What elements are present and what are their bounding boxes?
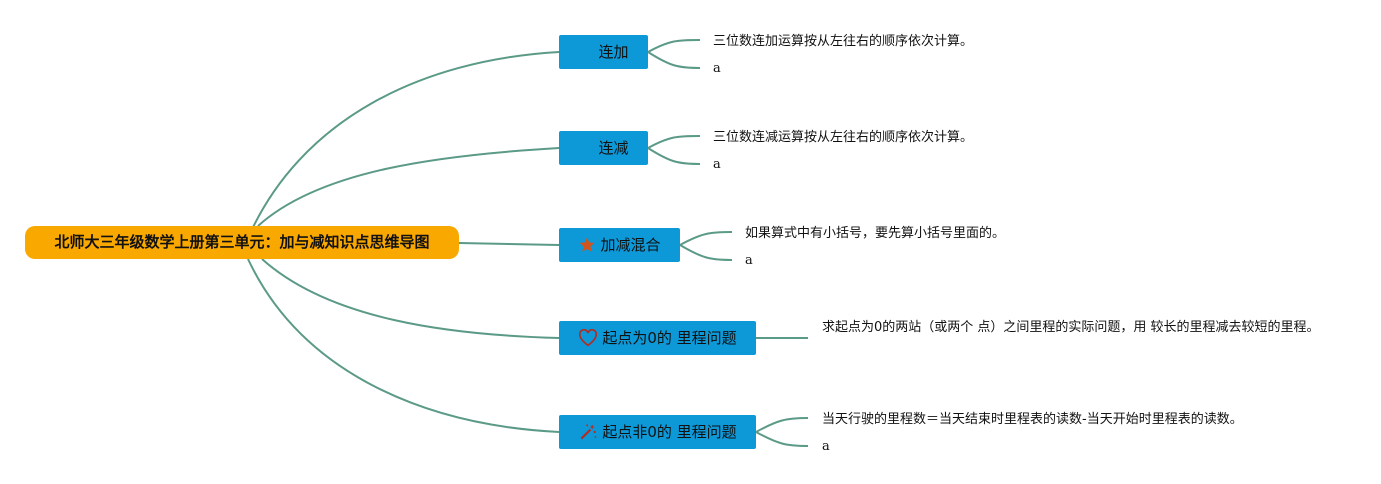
branch-label: 连减 [598, 139, 629, 157]
connector-branch-5-mark [755, 431, 809, 447]
branch-node-3[interactable]: 加减混合 [559, 228, 680, 262]
connector-branch-1-note [647, 39, 701, 53]
connector-root-branch-1 [247, 51, 560, 239]
root-node[interactable]: 北师大三年级数学上册第三单元：加与减知识点思维导图 [25, 226, 459, 259]
branch-node-5[interactable]: 起点非0的 里程问题 [559, 415, 756, 449]
connector-branch-5-note [755, 417, 809, 433]
connector-root-branch-3 [458, 242, 560, 246]
connector-branch-2-mark [647, 147, 701, 165]
connector-branch-2-note [647, 135, 701, 149]
branch-mark: a [713, 61, 721, 76]
branch-label: 加减混合 [600, 236, 661, 254]
branch-label: 连加 [598, 43, 629, 61]
branch-node-2[interactable]: 连减 [559, 131, 648, 165]
branch-note: 三位数连加运算按从左往右的顺序依次计算。 [713, 34, 974, 49]
branch-node-1[interactable]: 连加 [559, 35, 648, 69]
branch-note: 当天行驶的里程数＝当天结束时里程表的读数-当天开始时里程表的读数。 [822, 412, 1243, 427]
connector-root-branch-5 [247, 258, 560, 433]
branch-note: 如果算式中有小括号，要先算小括号里面的。 [745, 226, 1006, 241]
root-title: 北师大三年级数学上册第三单元：加与减知识点思维导图 [54, 233, 430, 251]
branch-mark: a [822, 439, 830, 454]
branch-label: 起点非0的 里程问题 [602, 423, 737, 441]
connector-root-branch-4 [261, 258, 560, 339]
connector-branch-1-mark [647, 51, 701, 69]
heart-icon [578, 329, 598, 347]
connector-root-branch-2 [257, 147, 560, 227]
magic-wand-icon [578, 422, 598, 442]
branch-mark: a [713, 157, 721, 172]
branch-note: 三位数连减运算按从左往右的顺序依次计算。 [713, 130, 974, 145]
branch-note: 求起点为0的两站（或两个 点）之间里程的实际问题，用 较长的里程减去较短的里程。 [822, 320, 1320, 335]
connector-branch-3-note [679, 231, 733, 246]
star-icon [578, 236, 596, 254]
branch-node-4[interactable]: 起点为0的 里程问题 [559, 321, 756, 355]
branch-mark: a [745, 253, 753, 268]
branch-label: 起点为0的 里程问题 [602, 329, 737, 347]
connector-branch-3-mark [679, 244, 733, 261]
